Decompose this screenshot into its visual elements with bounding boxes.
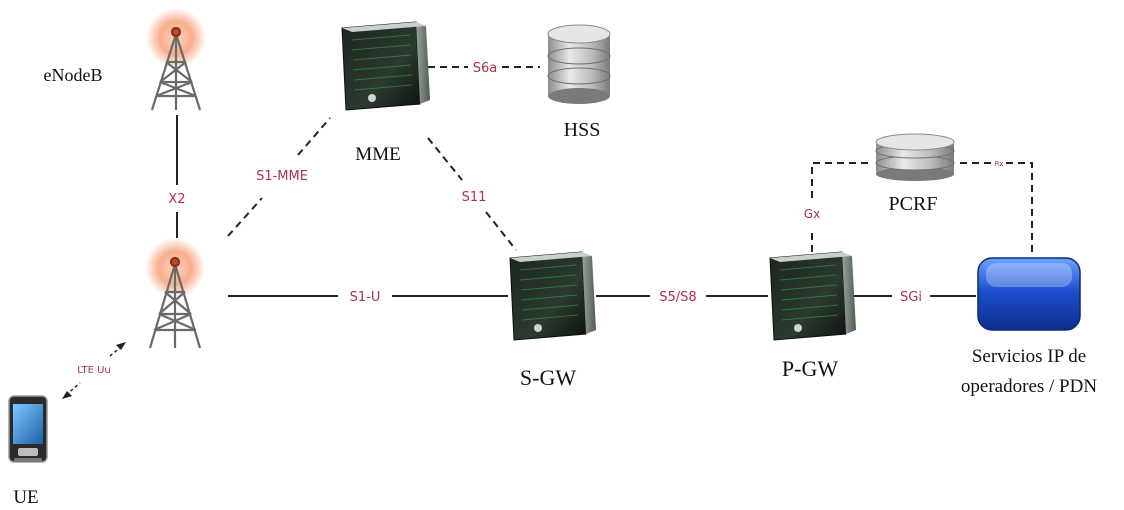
pdn-label-line1: Servicios IP de	[972, 346, 1086, 367]
pcrf-node: PCRF	[875, 133, 955, 215]
x2-label: X2	[168, 192, 185, 207]
sgw-label: S-GW	[520, 365, 576, 390]
links	[62, 66, 1033, 399]
s1-u-label: S1-U	[350, 290, 381, 305]
pdn-label-line2: operadores / PDN	[961, 376, 1097, 397]
enodeb-label: eNodeB	[44, 65, 103, 85]
radio-tower-icon	[148, 256, 202, 349]
gx-link-upper	[811, 162, 868, 198]
rx-label: Rx	[994, 160, 1003, 168]
gx-label: Gx	[804, 207, 820, 221]
pcrf-label: PCRF	[889, 193, 938, 215]
s1-mme-link	[227, 197, 263, 237]
ue-label: UE	[13, 487, 38, 508]
pdn-node: Servicios IP de operadores / PDN	[961, 257, 1097, 397]
s11-link	[427, 137, 463, 181]
s6a-label: S6a	[473, 61, 498, 76]
cloud-service-icon	[977, 257, 1081, 331]
sgw-node: S-GW	[509, 251, 596, 390]
mme-node: MME	[341, 21, 430, 165]
sgi-label: SGi	[900, 290, 922, 305]
database-icon	[547, 24, 611, 104]
rx-link-right	[1006, 162, 1033, 255]
radio-tower-icon	[150, 26, 202, 111]
hss-label: HSS	[564, 119, 601, 141]
hss-node: HSS	[547, 24, 611, 141]
s11-label: S11	[462, 190, 487, 205]
lte-uu-arrowhead-down	[62, 391, 72, 399]
s5-s8-label: S5/S8	[659, 290, 696, 305]
mme-label: MME	[355, 144, 400, 165]
enodeb-bottom	[145, 238, 205, 349]
pgw-label: P-GW	[782, 356, 838, 381]
lte-uu-arrowhead-up	[116, 342, 126, 350]
s11-link-lower	[485, 211, 517, 251]
server-tower-icon	[509, 251, 596, 341]
s1-mme-link-upper	[297, 117, 331, 156]
pgw-node: P-GW	[769, 251, 856, 381]
lte-uu-label: LTE Uu	[77, 365, 110, 376]
s1-mme-label: S1-MME	[256, 169, 308, 184]
enodeb-top: eNodeB	[44, 8, 206, 111]
mobile-phone-icon	[8, 395, 48, 463]
database-icon	[875, 133, 955, 181]
server-tower-icon	[341, 21, 430, 111]
interface-labels: X2 S1-MME S6a S11 S1-U S5/S8 SGi Gx Rx L…	[77, 61, 1003, 376]
ue-node: UE	[8, 395, 48, 508]
server-tower-icon	[769, 251, 856, 341]
